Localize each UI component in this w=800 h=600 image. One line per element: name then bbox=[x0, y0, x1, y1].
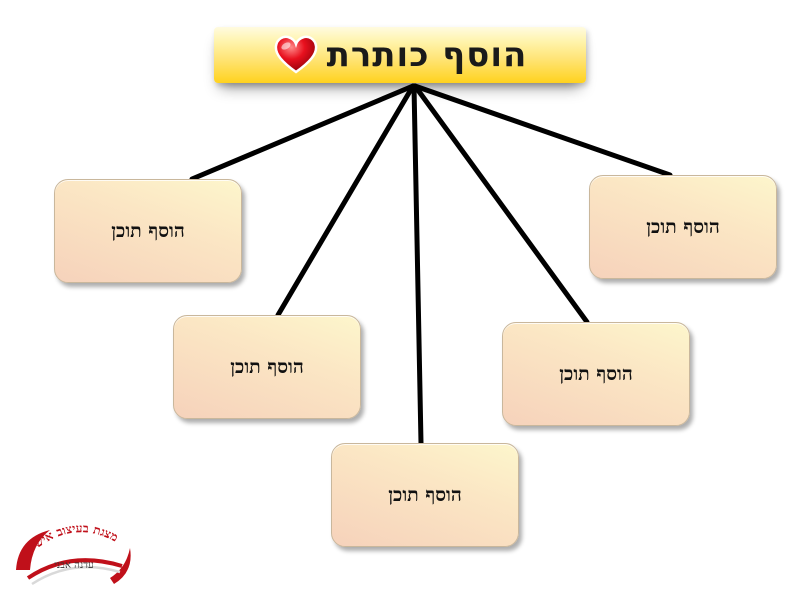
logo-title: מצגת בעיצוב אישי bbox=[28, 521, 120, 552]
content-box-label: הוסף תוכן bbox=[388, 483, 462, 506]
content-box[interactable]: הוסף תוכן bbox=[173, 315, 361, 419]
content-box-label: הוסף תוכן bbox=[559, 362, 633, 385]
content-box[interactable]: הוסף תוכן bbox=[54, 179, 242, 283]
content-box[interactable]: הוסף תוכן bbox=[502, 322, 690, 426]
content-box-label: הוסף תוכן bbox=[111, 219, 185, 242]
logo: מצגת בעיצוב אישי עדנה אבני bbox=[16, 521, 131, 586]
logo-subtitle: עדנה אבני bbox=[54, 560, 94, 571]
connector-line bbox=[275, 83, 416, 318]
content-box-label: הוסף תוכן bbox=[230, 355, 304, 378]
connector-line bbox=[412, 83, 590, 325]
title-box[interactable]: הוסף כותרת bbox=[214, 27, 586, 83]
content-box[interactable]: הוסף תוכן bbox=[589, 175, 777, 279]
connector-line bbox=[411, 83, 424, 446]
connector-line bbox=[412, 83, 673, 178]
connector-line bbox=[189, 83, 416, 182]
title-text: הוסף כותרת bbox=[326, 35, 528, 75]
heart-icon bbox=[274, 35, 317, 74]
content-box-label: הוסף תוכן bbox=[646, 215, 720, 238]
content-box[interactable]: הוסף תוכן bbox=[331, 443, 519, 547]
